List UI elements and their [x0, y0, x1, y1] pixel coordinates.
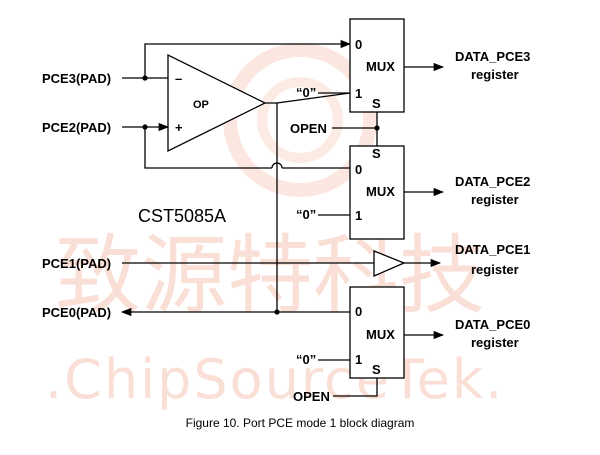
mux-top-const: “0” [296, 85, 316, 100]
out-pce3-name: DATA_PCE3 [455, 49, 530, 64]
mux-top-in1: 1 [355, 86, 362, 101]
open-label-top: OPEN [290, 121, 327, 136]
out-pce2-name: DATA_PCE2 [455, 174, 530, 189]
open-label-bottom: OPEN [293, 389, 330, 404]
figure-caption: Figure 10. Port PCE mode 1 block diagram [186, 416, 415, 430]
mux-mid-box [349, 145, 405, 240]
pad-pce0: PCE0(PAD) [42, 305, 111, 320]
watermark-logo-ring [223, 43, 377, 197]
watermark-english: .ChipSourceTek. [45, 348, 504, 411]
mux-top: 0 MUX 1 S “0” [296, 18, 405, 113]
buffer-triangle [373, 250, 406, 277]
out-pce0-name: DATA_PCE0 [455, 317, 530, 332]
pad-pce2: PCE2(PAD) [42, 120, 111, 135]
mux-bot-const: “0” [296, 352, 316, 367]
mux-top-in0: 0 [355, 37, 362, 52]
out-pce1-reg: register [471, 262, 519, 277]
pad-labels: PCE3(PAD) PCE2(PAD) PCE1(PAD) PCE0(PAD) [42, 71, 111, 320]
mux-bot-sel: S [372, 362, 381, 377]
mux-mid-in1: 1 [355, 208, 362, 223]
op-amp-minus: – [175, 71, 182, 86]
mux-bot-box [349, 286, 405, 379]
mux-mid-in0: 0 [355, 162, 362, 177]
out-pce2-reg: register [471, 192, 519, 207]
watermark-logo-inner [257, 77, 343, 163]
pad-pce3: PCE3(PAD) [42, 71, 111, 86]
mux-mid-const: “0” [296, 207, 316, 222]
buffer-pce1 [373, 250, 406, 277]
mux-bot: 0 MUX 1 S “0” [296, 286, 405, 379]
mux-bot-label: MUX [366, 327, 395, 342]
out-pce3-reg: register [471, 67, 519, 82]
mux-bot-in0: 0 [355, 304, 362, 319]
wires [120, 39, 445, 397]
watermark: 致源特科技 .ChipSourceTek. [45, 43, 504, 411]
mux-top-box [349, 18, 405, 113]
out-pce1-name: DATA_PCE1 [455, 242, 530, 257]
mux-mid-label: MUX [366, 184, 395, 199]
output-labels: DATA_PCE3 register DATA_PCE2 register DA… [455, 49, 530, 350]
watermark-chinese: 致源特科技 [55, 226, 485, 326]
op-amp: – + OP [167, 53, 267, 153]
part-label: CST5085A [138, 206, 226, 226]
mux-mid-sel: S [372, 146, 381, 161]
op-amp-triangle [167, 53, 267, 153]
op-amp-plus: + [175, 120, 183, 135]
mux-mid: S 0 MUX 1 “0” [296, 145, 405, 240]
pad-pce1: PCE1(PAD) [42, 256, 111, 271]
mux-bot-in1: 1 [355, 352, 362, 367]
out-pce0-reg: register [471, 335, 519, 350]
mux-top-sel: S [372, 96, 381, 111]
op-amp-label: OP [193, 99, 209, 111]
mux-top-label: MUX [366, 59, 395, 74]
